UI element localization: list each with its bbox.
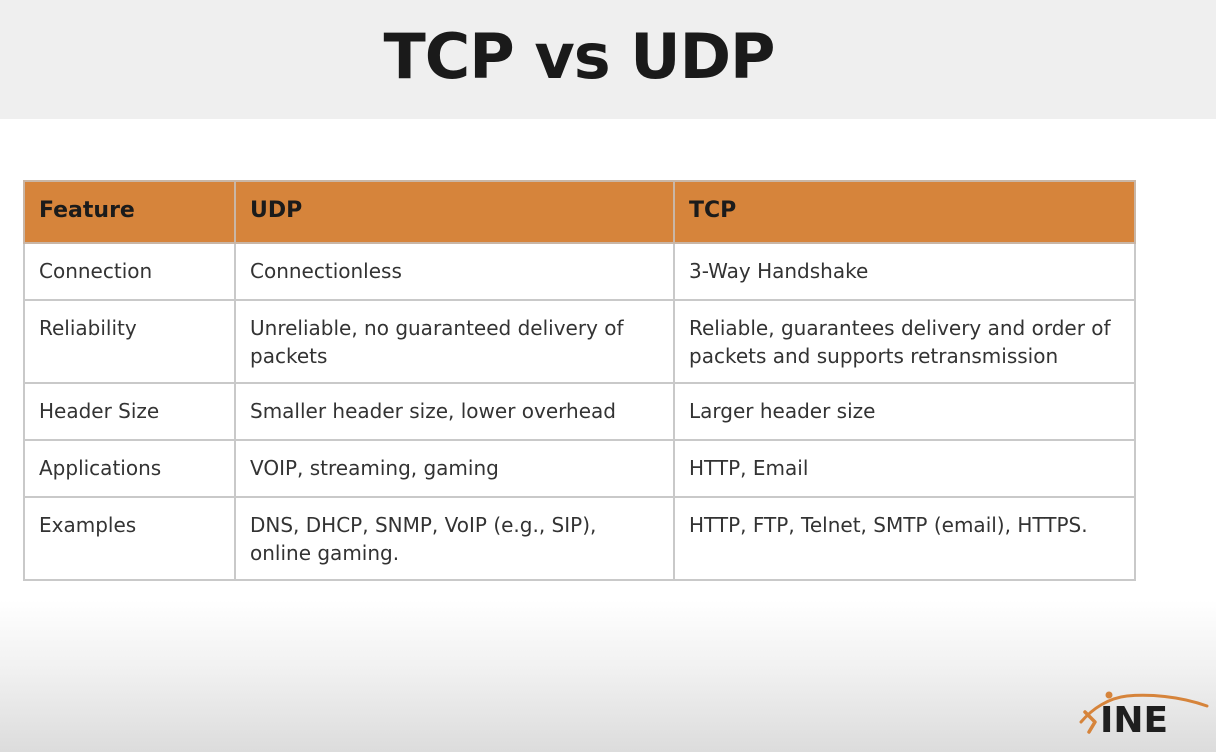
comparison-table: Feature UDP TCP Connection Connectionles… xyxy=(23,180,1136,581)
row-feature-cell: Applications xyxy=(23,439,236,498)
ine-logo-text: INE xyxy=(1100,700,1168,736)
header-tcp: TCP xyxy=(673,180,1136,244)
row-tcp-cell: 3-Way Handshake xyxy=(673,242,1136,301)
row-tcp-cell: Larger header size xyxy=(673,382,1136,441)
row-udp-cell: Unreliable, no guaranteed delivery of pa… xyxy=(234,299,675,384)
table-row: Applications VOIP, streaming, gaming HTT… xyxy=(23,439,1136,498)
row-feature-cell: Examples xyxy=(23,496,236,581)
row-feature-cell: Connection xyxy=(23,242,236,301)
row-udp-cell: Smaller header size, lower overhead xyxy=(234,382,675,441)
row-feature-cell: Header Size xyxy=(23,382,236,441)
title-band xyxy=(0,0,1216,119)
header-udp: UDP xyxy=(234,180,675,244)
row-udp-cell: DNS, DHCP, SNMP, VoIP (e.g., SIP), onlin… xyxy=(234,496,675,581)
footer-gradient xyxy=(0,600,1216,752)
row-tcp-cell: HTTP, Email xyxy=(673,439,1136,498)
table-row: Examples DNS, DHCP, SNMP, VoIP (e.g., SI… xyxy=(23,496,1136,581)
table-row: Reliability Unreliable, no guaranteed de… xyxy=(23,299,1136,384)
table-row: Connection Connectionless 3-Way Handshak… xyxy=(23,242,1136,301)
row-udp-cell: Connectionless xyxy=(234,242,675,301)
row-feature-cell: Reliability xyxy=(23,299,236,384)
row-tcp-cell: Reliable, guarantees delivery and order … xyxy=(673,299,1136,384)
row-udp-cell: VOIP, streaming, gaming xyxy=(234,439,675,498)
slide-title: TCP vs UDP xyxy=(383,20,776,93)
row-tcp-cell: HTTP, FTP, Telnet, SMTP (email), HTTPS. xyxy=(673,496,1136,581)
header-feature: Feature xyxy=(23,180,236,244)
table-row: Header Size Smaller header size, lower o… xyxy=(23,382,1136,441)
table-header-row: Feature UDP TCP xyxy=(23,180,1136,244)
ine-logo: INE xyxy=(1079,691,1209,736)
